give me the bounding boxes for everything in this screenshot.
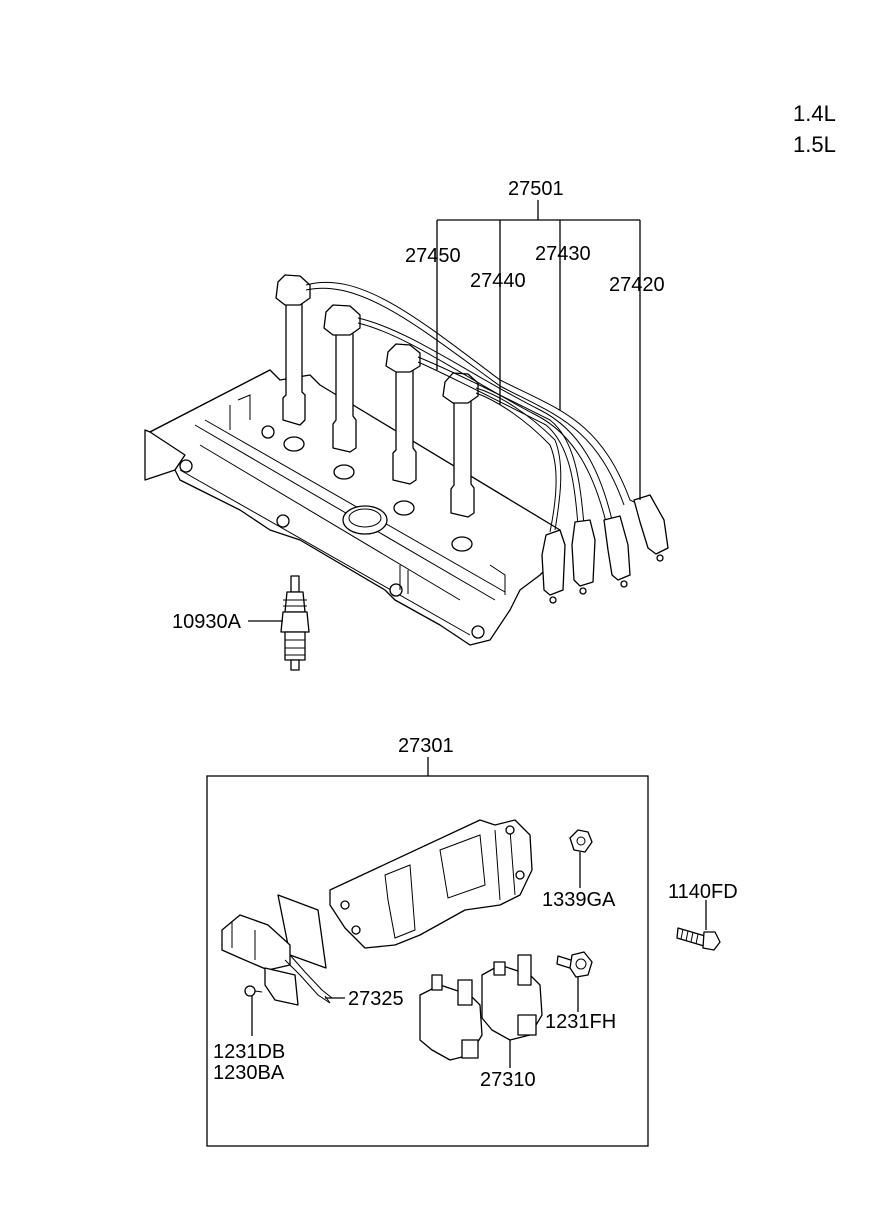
cylinder-head-cover (144, 369, 561, 646)
callout-wire-4: 27450 (405, 245, 461, 267)
callout-screw-b: 1230BA (213, 1062, 285, 1084)
callout-coil-assy: 27301 (398, 735, 454, 757)
outside-bolt (676, 927, 721, 951)
wiring-harness (221, 894, 333, 1006)
callout-outside-bolt: 1140FD (668, 881, 738, 903)
coil-bracket (329, 819, 533, 949)
callout-screw-a: 1231DB (213, 1041, 285, 1063)
engine-label-2: 1.5L (793, 132, 836, 157)
callout-wire-set: 27501 (508, 178, 564, 200)
callout-coil-bolt: 1231FH (545, 1011, 616, 1033)
callout-wire-2: 27430 (535, 243, 591, 265)
coil-bolt (556, 951, 593, 978)
callout-ignition-coil: 27310 (480, 1069, 536, 1091)
wire-leaders (436, 200, 641, 500)
coil-assy-box (206, 775, 649, 1147)
ignition-coils (419, 954, 543, 1061)
ht-leads (305, 281, 669, 604)
spark-plug (280, 575, 310, 671)
callout-wire-1: 27420 (609, 274, 665, 296)
callout-spark-plug: 10930A (172, 611, 242, 633)
small-screw (244, 985, 263, 997)
engine-label-1: 1.4L (793, 101, 836, 126)
nut (569, 829, 593, 853)
callout-wiring-harness: 27325 (348, 988, 404, 1010)
callout-wire-3: 27440 (470, 270, 526, 292)
callout-bracket-nut: 1339GA (542, 889, 616, 911)
plug-boots (275, 274, 479, 518)
